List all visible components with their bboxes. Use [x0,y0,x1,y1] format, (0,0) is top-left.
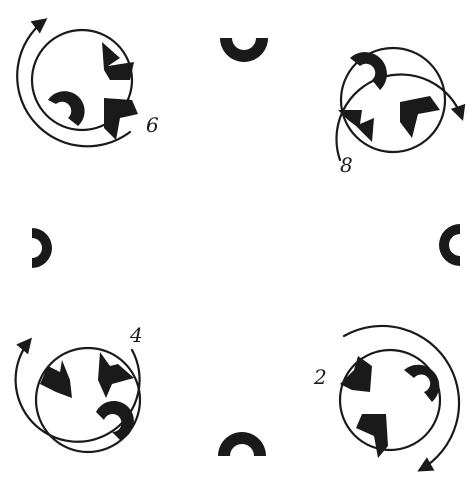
cutter-tooth [98,352,134,398]
unit-top-right: 8 [336,48,462,177]
cutter-tooth [340,356,372,392]
c-magnet [404,365,439,402]
unit-top-left: 6 [17,20,159,146]
label-eight: 8 [340,153,353,177]
c-magnet-right [439,224,460,266]
cutter-tooth [40,360,72,398]
label-two: 2 [313,365,327,389]
cutter-tooth [104,98,138,140]
label-four: 4 [129,323,143,347]
unit-bottom-right: 2 [313,326,459,470]
unit-bottom-left: 4 [16,323,143,452]
c-magnet-left [32,228,52,268]
cutter-tooth [356,414,388,458]
rotor-circle [340,350,440,450]
c-magnet-bottom [218,432,266,456]
c-magnet [96,401,134,440]
label-six: 6 [146,113,159,137]
c-magnet-top [220,38,268,62]
